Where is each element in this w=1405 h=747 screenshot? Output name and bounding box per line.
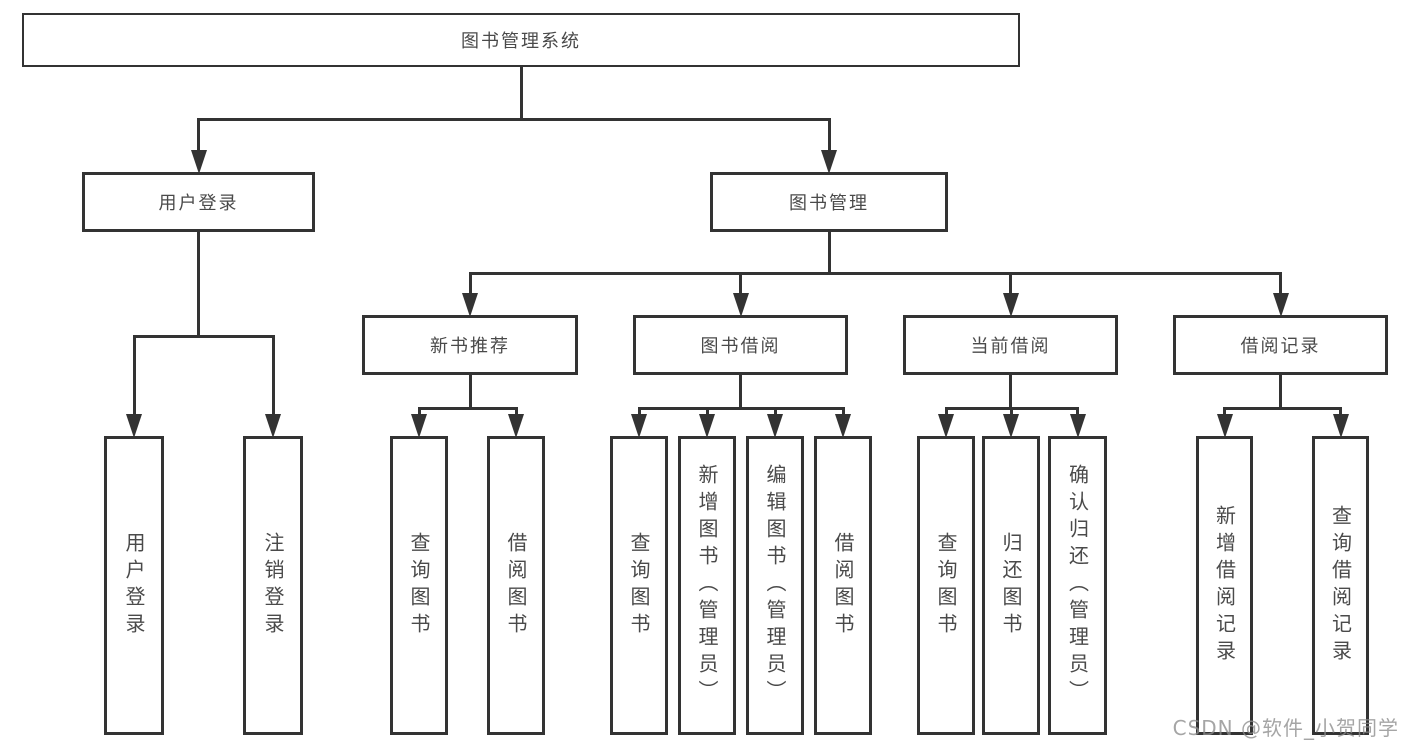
- connector-line: [1223, 407, 1342, 410]
- node-label-root: 图书管理系统: [461, 31, 581, 52]
- arrow-down-icon: [938, 414, 954, 438]
- arrow-down-icon: [265, 414, 281, 438]
- connector-line: [827, 232, 831, 275]
- connector-line: [132, 335, 136, 418]
- node-label-leaf-borrow-book-2: 借阅图书: [831, 531, 855, 640]
- node-label-leaf-query-book-2: 查询图书: [627, 531, 651, 640]
- arrow-down-icon: [126, 414, 142, 438]
- node-label-leaf-logout: 注销登录: [261, 531, 285, 640]
- node-label-leaf-query-book-3: 查询图书: [934, 531, 958, 640]
- node-label-leaf-borrow-book-1: 借阅图书: [504, 531, 528, 640]
- node-borrow-record: 借阅记录: [1173, 315, 1388, 375]
- arrow-down-icon: [411, 414, 427, 438]
- node-label-leaf-confirm-return: 确认归还（管理员）: [1065, 464, 1090, 707]
- node-leaf-query-book-1: 查询图书: [390, 436, 448, 735]
- connector-line: [197, 118, 200, 154]
- node-label-new-book-rec: 新书推荐: [430, 336, 510, 357]
- node-label-user-login: 用户登录: [158, 193, 239, 214]
- arrow-down-icon: [821, 150, 837, 174]
- connector-line: [197, 232, 200, 338]
- node-label-leaf-return-book: 归还图书: [999, 531, 1023, 640]
- connector-line: [1009, 272, 1012, 297]
- node-book-mgmt: 图书管理: [710, 172, 948, 232]
- node-user-login: 用户登录: [82, 172, 315, 232]
- arrow-down-icon: [732, 293, 749, 317]
- connector-line: [1279, 272, 1282, 297]
- node-leaf-return-book: 归还图书: [982, 436, 1040, 735]
- arrow-down-icon: [190, 150, 207, 174]
- arrow-down-icon: [699, 414, 715, 438]
- connector-line: [468, 272, 472, 297]
- connector-line: [944, 407, 948, 418]
- node-label-leaf-query-book-1: 查询图书: [407, 531, 431, 640]
- arrow-down-icon: [631, 414, 647, 438]
- connector-line: [1223, 407, 1226, 418]
- connector-line: [739, 272, 742, 297]
- node-label-leaf-add-record: 新增借阅记录: [1212, 504, 1237, 667]
- arrow-down-icon: [508, 414, 524, 438]
- connector-line: [519, 67, 523, 121]
- node-leaf-user-login: 用户登录: [104, 436, 164, 735]
- connector-line: [637, 407, 845, 410]
- arrow-down-icon: [462, 293, 478, 317]
- connector-line: [132, 335, 275, 338]
- node-leaf-edit-book: 编辑图书（管理员）: [746, 436, 804, 735]
- node-leaf-query-record: 查询借阅记录: [1312, 436, 1369, 735]
- node-label-current-borrow: 当前借阅: [970, 336, 1051, 357]
- node-leaf-query-book-3: 查询图书: [917, 436, 975, 735]
- arrow-down-icon: [767, 414, 783, 438]
- connector-line: [417, 407, 421, 418]
- connector-line: [417, 407, 518, 410]
- csdn-watermark: CSDN @软件_小贺同学: [1172, 716, 1399, 740]
- node-leaf-confirm-return: 确认归还（管理员）: [1048, 436, 1107, 735]
- arrow-down-icon: [835, 414, 851, 438]
- arrow-down-icon: [1332, 414, 1349, 438]
- node-label-borrow-record: 借阅记录: [1240, 336, 1321, 357]
- connector-line: [271, 335, 275, 418]
- arrow-down-icon: [1069, 414, 1086, 438]
- node-label-leaf-edit-book: 编辑图书（管理员）: [763, 464, 787, 707]
- node-label-leaf-user-login: 用户登录: [122, 531, 146, 640]
- node-leaf-add-record: 新增借阅记录: [1196, 436, 1253, 735]
- node-leaf-borrow-book-1: 借阅图书: [487, 436, 545, 735]
- node-leaf-query-book-2: 查询图书: [610, 436, 668, 735]
- connector-line: [1009, 375, 1012, 410]
- node-label-book-borrow: 图书借阅: [700, 336, 781, 357]
- arrow-down-icon: [1003, 414, 1019, 438]
- node-book-borrow: 图书借阅: [633, 315, 848, 375]
- connector-line: [468, 272, 1282, 275]
- connector-line: [705, 407, 709, 418]
- connector-line: [739, 375, 742, 410]
- arrow-down-icon: [1002, 293, 1019, 317]
- node-label-leaf-query-record: 查询借阅记录: [1328, 504, 1353, 667]
- node-leaf-add-book: 新增图书（管理员）: [678, 436, 736, 735]
- node-new-book-rec: 新书推荐: [362, 315, 578, 375]
- connector-line: [637, 407, 641, 418]
- node-label-leaf-add-book: 新增图书（管理员）: [695, 464, 719, 707]
- connector-line: [827, 118, 831, 154]
- node-leaf-borrow-book-2: 借阅图书: [814, 436, 872, 735]
- node-current-borrow: 当前借阅: [903, 315, 1118, 375]
- connector-line: [1279, 375, 1282, 410]
- connector-line: [514, 407, 518, 418]
- connector-line: [773, 407, 777, 418]
- connector-line: [468, 375, 472, 410]
- arrow-down-icon: [1216, 414, 1233, 438]
- node-leaf-logout: 注销登录: [243, 436, 303, 735]
- connector-line: [1339, 407, 1342, 418]
- connector-line: [841, 407, 845, 418]
- node-label-book-mgmt: 图书管理: [789, 193, 869, 214]
- connector-line: [197, 118, 831, 121]
- connector-line: [1076, 407, 1079, 418]
- arrow-down-icon: [1272, 293, 1289, 317]
- node-root: 图书管理系统: [22, 13, 1020, 67]
- connector-line: [1009, 407, 1013, 418]
